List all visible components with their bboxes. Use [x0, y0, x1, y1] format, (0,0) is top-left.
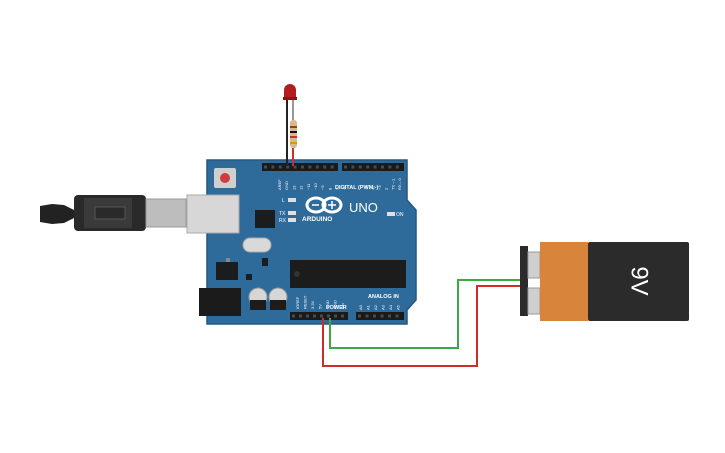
power-header[interactable] [290, 312, 348, 320]
header-hole[interactable] [334, 314, 337, 318]
header-hole[interactable] [380, 314, 384, 318]
header-hole[interactable] [293, 165, 297, 169]
power-jack [199, 288, 241, 316]
led-component[interactable] [283, 84, 297, 166]
analog-pin-label: A0 [358, 304, 363, 310]
power-pin-label: IOREF [295, 296, 300, 309]
header-hole[interactable] [341, 314, 344, 318]
red-wire[interactable] [322, 285, 522, 367]
resistor-component[interactable] [290, 120, 297, 166]
header-hole[interactable] [373, 314, 376, 318]
power-pin-label: RESET [303, 295, 308, 309]
header-hole[interactable] [323, 165, 327, 169]
digital-header[interactable] [262, 163, 404, 171]
header-holes [264, 165, 399, 318]
header-hole[interactable] [388, 165, 392, 169]
header-hole[interactable] [308, 165, 312, 169]
header-hole[interactable] [395, 314, 399, 318]
header-hole[interactable] [358, 314, 361, 318]
battery-label: 9V [626, 266, 653, 295]
led-rx [288, 218, 296, 222]
digital-pin-label: TX→1 [390, 178, 395, 190]
label-analog: ANALOG IN [368, 294, 399, 300]
header-hole[interactable] [351, 165, 355, 169]
battery-9v[interactable]: 9V [520, 242, 689, 321]
header-hole[interactable] [365, 314, 369, 318]
header-hole[interactable] [388, 314, 391, 318]
arduino-uno-board[interactable]: L TX RX ON DIGITAL (PWM~) POWER ANALOG I… [186, 159, 417, 325]
header-hole[interactable] [315, 165, 319, 169]
atmega-chip [290, 260, 406, 288]
digital-pin-label: ~9 [320, 185, 325, 190]
label-rx: RX [279, 218, 287, 224]
digital-pin-label: 8 [327, 187, 332, 190]
usb-port [186, 194, 240, 234]
label-digital: DIGITAL (PWM~) [335, 185, 379, 191]
power-pin-label: 3.3V [310, 300, 315, 309]
header-hole[interactable] [327, 314, 330, 318]
header-hole[interactable] [366, 165, 370, 169]
header-hole[interactable] [313, 314, 316, 318]
power-pin-label: GND [333, 300, 338, 309]
arduino-logo-icon [305, 196, 343, 214]
header-hole[interactable] [299, 314, 302, 318]
header-hole[interactable] [292, 314, 295, 318]
header-hole[interactable] [320, 314, 323, 318]
digital-pin-label: GND [284, 181, 289, 190]
header-hole[interactable] [358, 165, 362, 169]
header-hole[interactable] [344, 165, 347, 169]
header-hole[interactable] [278, 165, 282, 169]
led-on [387, 212, 395, 216]
usb-cable[interactable] [40, 195, 187, 231]
label-power: POWER [326, 305, 347, 311]
analog-pin-label: A4 [388, 304, 393, 310]
header-hole[interactable] [271, 165, 275, 169]
label-l: L [282, 198, 285, 204]
digital-pin-label: 2 [384, 187, 389, 190]
power-pin-label: Vin [340, 303, 345, 309]
crystal [242, 237, 272, 253]
power-pin-label: GND [325, 300, 330, 309]
label-on: ON [396, 212, 404, 218]
analog-pin-label: A5 [396, 304, 401, 310]
header-hole[interactable] [301, 165, 304, 169]
digital-pin-label: 13 [291, 185, 296, 190]
header-hole[interactable] [306, 314, 309, 318]
led-icon[interactable] [284, 84, 296, 98]
header-hole[interactable] [373, 165, 377, 169]
analog-pin-label: A3 [381, 304, 386, 310]
header-hole[interactable] [264, 165, 267, 169]
digital-pin-label: 7 [335, 187, 340, 190]
digital-pin-label: ~10 [313, 182, 318, 190]
led-tx [288, 211, 296, 215]
brand-text: ARDUINO [302, 216, 332, 223]
digital-pin-label: ~6 [342, 185, 347, 190]
header-hole[interactable] [381, 165, 384, 169]
led-l [288, 198, 296, 202]
header-hole[interactable] [330, 165, 334, 169]
usb-chip [255, 210, 275, 228]
header-hole[interactable] [395, 165, 399, 169]
green-wire[interactable] [329, 279, 522, 349]
digital-pin-label: 4 [371, 187, 376, 190]
digital-pin-label: 12 [299, 185, 304, 190]
digital-pin-label: ~5 [364, 185, 369, 190]
analog-header[interactable] [356, 312, 404, 320]
analog-pin-label: A1 [366, 304, 371, 310]
voltage-regulator [216, 262, 238, 280]
digital-pin-label: RX←0 [397, 177, 402, 190]
header-hole[interactable] [286, 165, 290, 169]
power-pin-label: 5V [318, 304, 323, 309]
analog-pin-label: A2 [373, 304, 378, 310]
digital-pin-label: ~3 [377, 185, 382, 190]
digital-pin-label: AREF [277, 179, 282, 190]
model-text: UNO [349, 200, 378, 215]
label-tx: TX [279, 211, 286, 217]
digital-pin-label: ~11 [306, 183, 311, 190]
